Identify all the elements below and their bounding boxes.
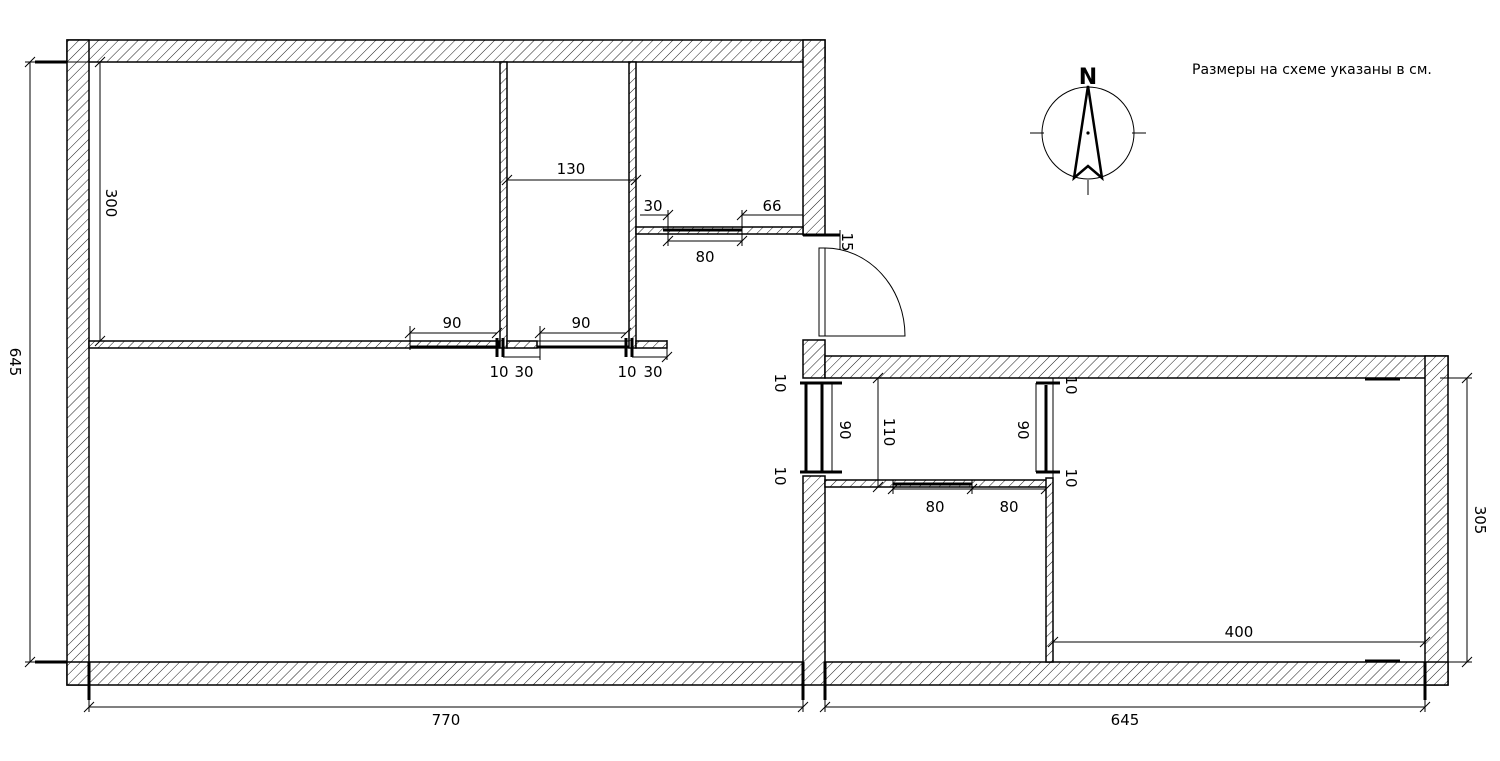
room-3-outline [824, 486, 1047, 663]
dim-bottom-right-width: 645 [1111, 711, 1140, 729]
wall-bottom-right [824, 661, 1449, 686]
partition-room3-right [1045, 477, 1054, 663]
dim-offset-b: 30 [643, 363, 662, 381]
wall-top-right [824, 355, 1449, 379]
wall-middle-upper [802, 39, 826, 236]
dim-hall-wall-bottom: 10 [771, 466, 789, 485]
dim-right-height: 305 [1471, 506, 1489, 535]
room-outlines [88, 61, 1426, 663]
dim-room1-height: 300 [102, 189, 120, 218]
dim-left-height: 645 [6, 348, 24, 377]
entrance-door [818, 247, 906, 337]
walls [66, 39, 1449, 686]
dim-door4-width: 80 [999, 498, 1018, 516]
compass: N [1030, 65, 1146, 195]
wall-left [66, 39, 90, 686]
dim-hall-depth: 110 [880, 418, 898, 447]
partition-bath-right [628, 61, 637, 349]
dim-door2-width: 90 [571, 314, 590, 332]
dimension-lines [25, 60, 1472, 712]
dimension-labels: 645 770 645 305 300 130 30 66 80 15 90 9… [6, 160, 1489, 729]
dim-bottom-left-width: 770 [432, 711, 461, 729]
wall-right [1424, 355, 1449, 686]
dim-wc-niche-b: 66 [762, 197, 781, 215]
dim-offset-a: 30 [514, 363, 533, 381]
dim-right-wall-bottom: 10 [1062, 468, 1080, 487]
wall-top-left [66, 39, 826, 63]
dim-door3-width: 80 [925, 498, 944, 516]
room-wc-outline [635, 61, 804, 228]
partition-bath-left [499, 61, 508, 349]
wall-middle-lower [802, 475, 826, 686]
dim-door1-width: 90 [442, 314, 461, 332]
dimension-ticks [24, 56, 1473, 713]
dim-wall-a: 10 [489, 363, 508, 381]
room-bath-outline [506, 61, 630, 342]
units-note: Размеры на схеме указаны в см. [1192, 62, 1432, 78]
dim-wc-door: 80 [695, 248, 714, 266]
wall-middle-mid [802, 339, 826, 379]
dim-bath-width: 130 [557, 160, 586, 178]
wall-bottom-left [66, 661, 806, 686]
room-1-outline [88, 61, 501, 342]
partition-wc-bottom [635, 340, 668, 349]
dim-room4-width: 400 [1225, 623, 1254, 641]
dim-hall-door: 90 [836, 420, 854, 439]
dim-wall-b: 10 [617, 363, 636, 381]
dim-hall-wall-top: 10 [771, 373, 789, 392]
openings [410, 228, 1400, 663]
dim-right-door: 90 [1014, 420, 1032, 439]
compass-north-label: N [1079, 65, 1097, 90]
partition-bath-bottom [506, 340, 538, 349]
dim-wc-niche-a: 30 [643, 197, 662, 215]
dim-right-wall-top: 10 [1062, 375, 1080, 394]
room-4-outline [1052, 377, 1426, 663]
dim-entry-offset: 15 [838, 232, 856, 251]
